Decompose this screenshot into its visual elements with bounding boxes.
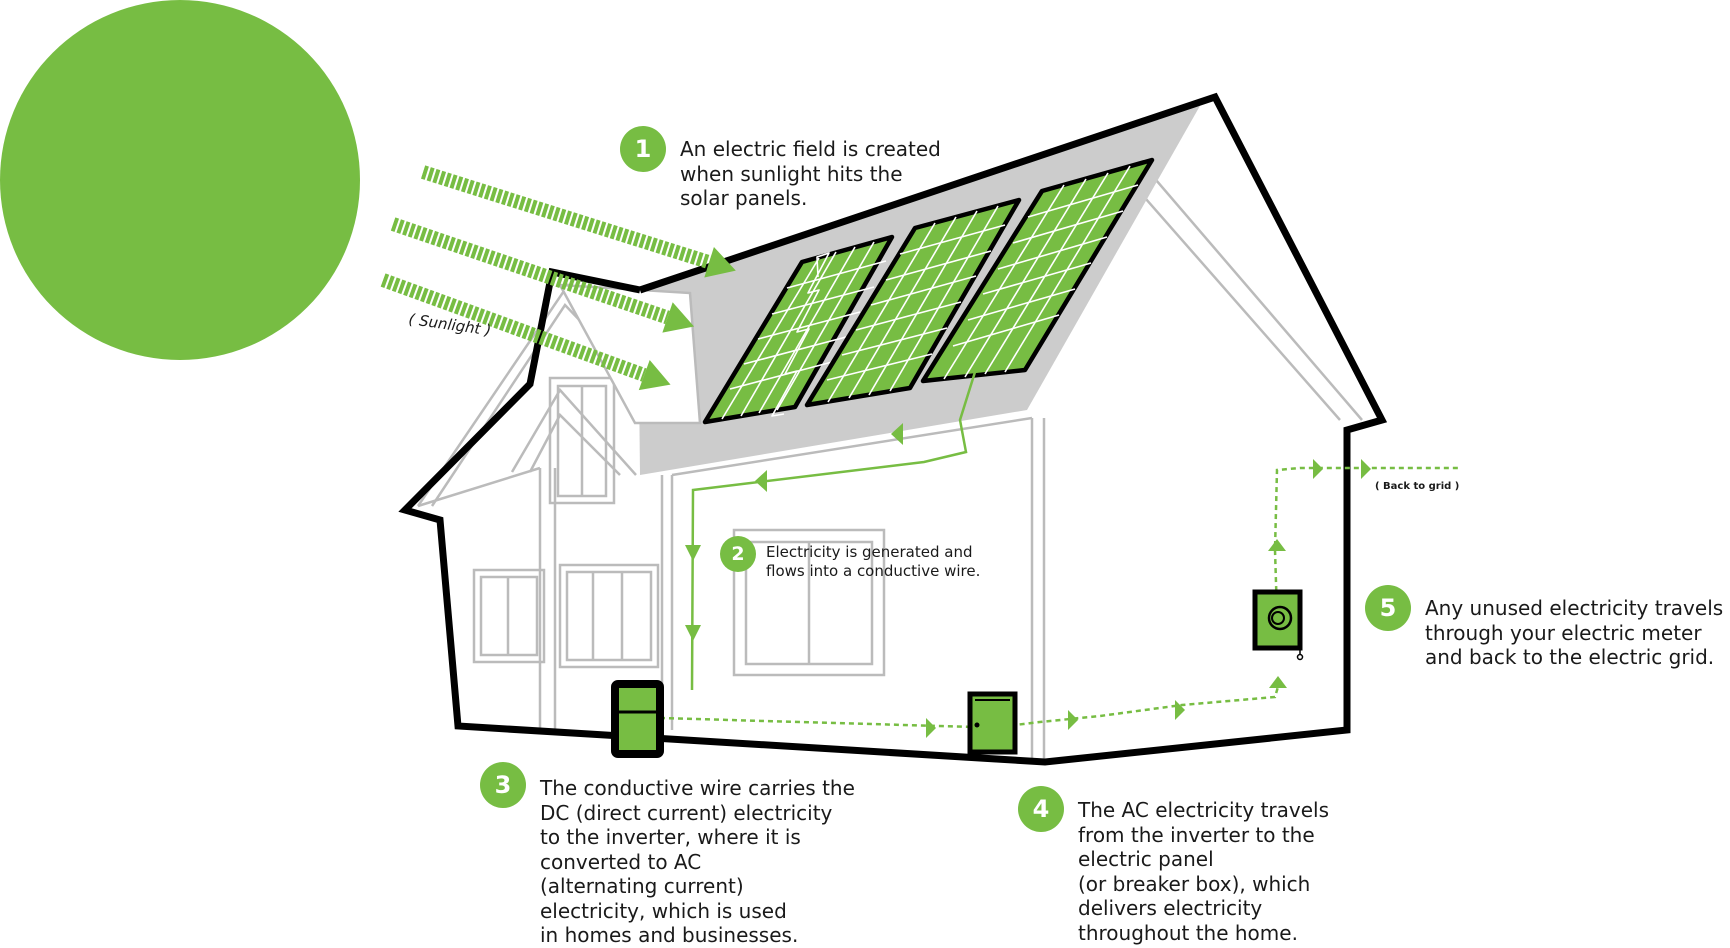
sunlight-rays: [380, 165, 736, 391]
step-5: 5 Any unused electricity travels through…: [1365, 585, 1723, 670]
step-4: 4 The AC electricity travels from the in…: [1018, 786, 1329, 945]
house-outline: [398, 92, 1388, 766]
electric-panel: [967, 691, 1018, 755]
step-3-text: The conductive wire carries the DC (dire…: [540, 776, 855, 947]
solar-panel-2: [804, 197, 1022, 408]
electric-meter: [1252, 589, 1304, 661]
step-4-text: The AC electricity travels from the inve…: [1078, 798, 1330, 945]
step-5-text: Any unused electricity travels through y…: [1425, 596, 1724, 669]
solar-panel-1: [702, 234, 895, 425]
solar-panels: [702, 157, 1155, 425]
back-to-grid-label: ( Back to grid ): [1375, 481, 1460, 492]
flow-arrows: [685, 423, 1371, 738]
solar-panel-3: [920, 157, 1155, 384]
step-4-badge: 4: [1018, 786, 1064, 832]
step-2-badge: 2: [720, 536, 756, 572]
step-3-badge: 3: [480, 762, 526, 808]
step-5-badge: 5: [1365, 585, 1411, 631]
step-2: 2 Electricity is generated and flows int…: [720, 536, 980, 581]
step-2-text: Electricity is generated and flows into …: [766, 543, 981, 580]
step-1-text: An electric field is created when sunlig…: [680, 137, 941, 210]
grid-wire: [1273, 466, 1460, 646]
sun: [0, 0, 360, 360]
inverter: [611, 680, 664, 758]
step-1-badge: 1: [620, 126, 666, 172]
dc-wire: [690, 371, 977, 691]
step-3: 3 The conductive wire carries the DC (di…: [480, 762, 855, 948]
step-1: 1 An electric field is created when sunl…: [620, 126, 941, 211]
